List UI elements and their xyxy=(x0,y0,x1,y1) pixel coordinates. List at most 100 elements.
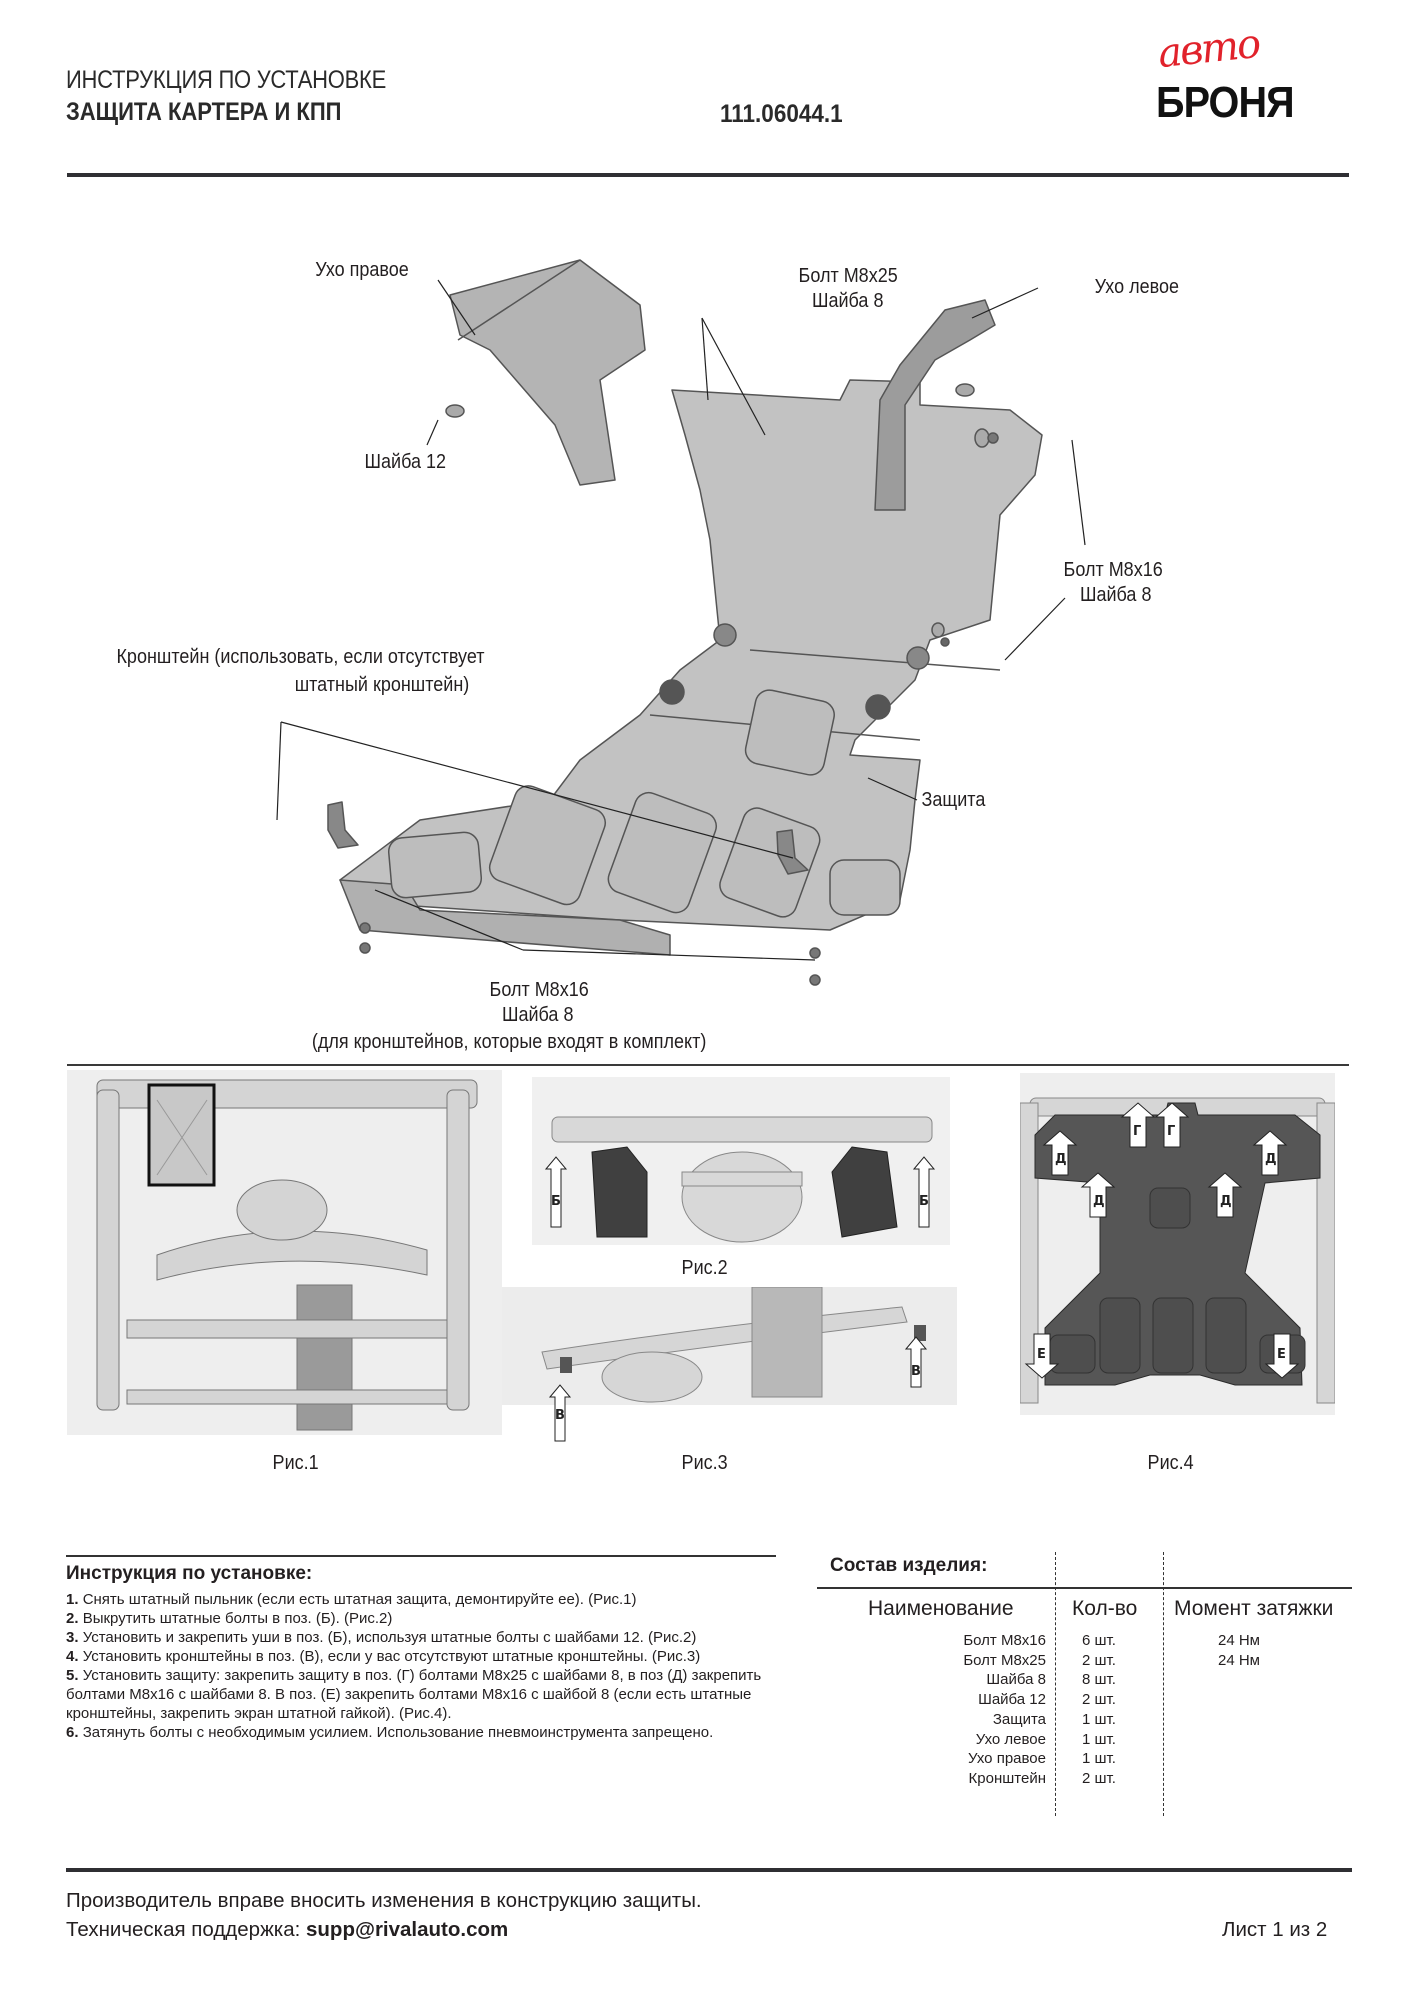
callout-bracket-line2: штатный кронштейн) xyxy=(294,674,470,696)
product-name: ЗАЩИТА КАРТЕРА И КПП xyxy=(66,98,342,126)
svg-text:В: В xyxy=(555,1408,565,1423)
svg-text:Г: Г xyxy=(1133,1124,1141,1139)
marker-arrow-v: В xyxy=(548,1384,572,1442)
callout-bolt-m8x25: Болт М8х25 xyxy=(798,265,898,287)
washer-8 xyxy=(931,622,945,638)
guard-pocket xyxy=(829,859,901,916)
removed-cover xyxy=(147,1083,216,1187)
marker-arrow-v: В xyxy=(904,1336,928,1388)
callout-kit-note: (для кронштейнов, которые входят в компл… xyxy=(311,1031,707,1053)
figure-1-photo xyxy=(67,1070,502,1435)
instructions-title: Инструкция по установке: xyxy=(66,1563,313,1584)
callout-guard: Защита xyxy=(921,789,986,811)
part-name: Шайба 12 xyxy=(978,1691,1046,1709)
marker-arrow-g: Г xyxy=(1120,1102,1156,1148)
callout-bracket-line1: Кронштейн (использовать, если отсутствуе… xyxy=(116,646,485,668)
marker-arrow-d: Д xyxy=(1042,1130,1078,1176)
column-header-qty: Кол-во xyxy=(1072,1597,1138,1620)
instruction-step: 1. Снять штатный пыльник (если есть штат… xyxy=(66,1591,637,1608)
parts-divider xyxy=(817,1587,1352,1589)
svg-text:Г: Г xyxy=(1167,1124,1175,1139)
figure-2-caption: Рис.2 xyxy=(681,1257,728,1279)
svg-text:Е: Е xyxy=(1037,1347,1046,1362)
part-name: Ухо левое xyxy=(975,1730,1046,1748)
callout-washer8-top: Шайба 8 xyxy=(811,290,884,312)
sheet-number: Лист 1 из 2 xyxy=(1222,1918,1328,1941)
svg-text:Б: Б xyxy=(551,1194,561,1209)
svg-text:В: В xyxy=(911,1364,921,1379)
support-line: Техническая поддержка: supp@rivalauto.co… xyxy=(66,1918,508,1942)
part-name: Шайба 8 xyxy=(986,1671,1046,1689)
svg-text:Д: Д xyxy=(1265,1152,1277,1167)
part-qty: 1 шт. xyxy=(1082,1750,1116,1768)
part-name: Защита xyxy=(992,1710,1046,1728)
instruction-step: 6. Затянуть болты с необходимым усилием.… xyxy=(66,1724,714,1741)
guard-pocket xyxy=(488,785,607,906)
guard-pocket xyxy=(744,689,835,776)
figure-3-photo: В xyxy=(502,1287,957,1405)
marker-arrow-b: Б xyxy=(544,1156,568,1228)
exploded-diagram: Ухо правое Болт М8х25 Шайба 8 Ухо левое … xyxy=(60,240,1360,1070)
part-name: Ухо правое xyxy=(968,1750,1046,1768)
parts-title: Состав изделия: xyxy=(830,1555,988,1576)
part-qty: 2 шт. xyxy=(1082,1691,1116,1709)
part-qty: 6 шт. xyxy=(1082,1632,1116,1649)
column-separator xyxy=(1163,1552,1164,1816)
bolt-head xyxy=(359,922,371,934)
callout-bolt-m8x16-right: Болт М8х16 xyxy=(1063,559,1163,581)
instruction-step: 5. Установить защиту: закрепить защиту в… xyxy=(66,1667,762,1722)
bolt-head xyxy=(809,974,821,986)
figure-2-photo: Б Б xyxy=(532,1077,950,1245)
figure-3-caption: Рис.3 xyxy=(681,1452,728,1474)
bracket-part xyxy=(327,801,359,849)
column-header-name: Наименование xyxy=(868,1597,1014,1620)
part-qty: 1 шт. xyxy=(1082,1730,1116,1748)
marker-arrow-g: Г xyxy=(1154,1102,1190,1148)
figure-1-caption: Рис.1 xyxy=(272,1452,319,1474)
svg-text:Д: Д xyxy=(1220,1194,1232,1209)
guard-pocket xyxy=(387,831,483,899)
guard-plate xyxy=(339,379,1043,931)
instructions-list: 1. Снять штатный пыльник (если есть штат… xyxy=(66,1590,786,1742)
callout-washer8-right: Шайба 8 xyxy=(1079,584,1152,606)
guard-pocket xyxy=(607,791,717,914)
washer-12 xyxy=(445,404,465,418)
figure-4-photo: Г Г Д Д Д Д Е Е xyxy=(1020,1073,1335,1415)
support-email-link[interactable]: supp@rivalauto.com xyxy=(306,1918,509,1941)
callout-bolt-m8x16-bottom: Болт М8х16 xyxy=(489,979,589,1001)
column-separator xyxy=(1055,1552,1056,1816)
part-name: Болт М8х25 xyxy=(963,1651,1046,1669)
bolt-head xyxy=(987,432,999,444)
figure-4-caption: Рис.4 xyxy=(1147,1452,1194,1474)
guard-pocket xyxy=(719,807,821,918)
part-qty: 2 шт. xyxy=(1082,1769,1116,1787)
logo-script: авто xyxy=(1155,20,1262,78)
instruction-step: 2. Выкрутить штатные болты в поз. (Б). (… xyxy=(66,1610,393,1627)
column-header-torque: Момент затяжки xyxy=(1174,1597,1334,1620)
callout-ear-left: Ухо левое xyxy=(1094,276,1180,298)
instruction-step: 4. Установить кронштейны в поз. (В), есл… xyxy=(66,1648,701,1665)
bracket-part xyxy=(776,829,809,875)
washer-8 xyxy=(974,428,990,448)
ear-right-bend xyxy=(457,259,581,341)
document-title: ИНСТРУКЦИЯ ПО УСТАНОВКЕ xyxy=(66,66,387,94)
svg-text:Б: Б xyxy=(919,1194,929,1209)
logo-word: БРОНЯ xyxy=(1156,78,1295,127)
part-qty: 8 шт. xyxy=(1082,1671,1116,1689)
bolt-head xyxy=(940,637,950,647)
grommet xyxy=(906,646,930,670)
grommet xyxy=(865,694,891,720)
part-torque: 24 Нм xyxy=(1218,1651,1260,1669)
svg-text:Д: Д xyxy=(1055,1152,1067,1167)
washer-8 xyxy=(955,383,975,397)
ear-left-part xyxy=(874,299,996,511)
instructions-divider xyxy=(66,1555,776,1557)
part-torque: 24 Нм xyxy=(1218,1632,1260,1649)
svg-text:Д: Д xyxy=(1093,1194,1105,1209)
marker-arrow-d: Д xyxy=(1080,1172,1116,1218)
svg-text:Е: Е xyxy=(1277,1347,1286,1362)
callout-washer12: Шайба 12 xyxy=(364,451,447,473)
part-qty: 2 шт. xyxy=(1082,1651,1116,1669)
footer-divider xyxy=(66,1868,1352,1872)
grommet xyxy=(713,623,737,647)
